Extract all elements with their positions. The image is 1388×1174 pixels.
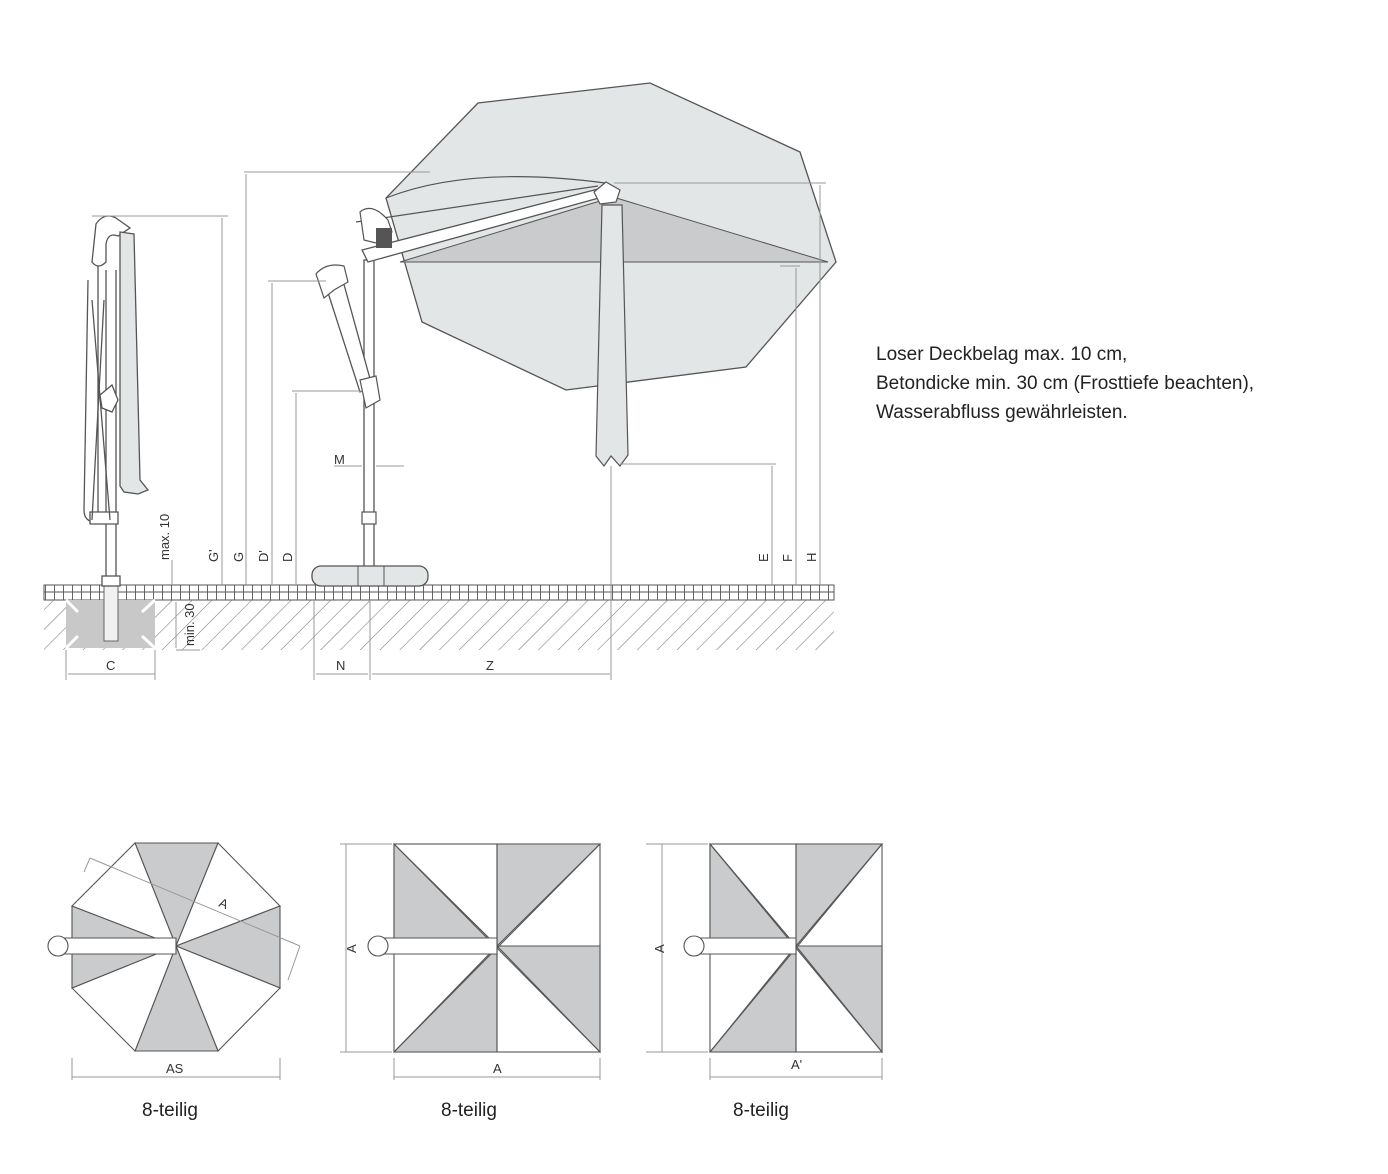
dim-label-e: E	[756, 553, 771, 562]
umbrella-base	[311, 565, 429, 587]
dim-label-d: D	[280, 553, 295, 562]
installation-note: Loser Deckbelag max. 10 cm, Betondicke m…	[876, 340, 1254, 427]
dimension-lines	[65, 171, 826, 680]
dim-label-d-prime: D'	[256, 550, 271, 562]
square-caption: 8-teilig	[441, 1100, 497, 1121]
dim-label-c: C	[106, 658, 115, 673]
mast-handle-circle	[367, 935, 389, 957]
plan-view-square: A A 8-teilig	[340, 842, 602, 1121]
square-width-label: A	[493, 1061, 502, 1076]
rect-caption: 8-teilig	[733, 1100, 789, 1121]
plan-view-rectangle: A A' 8-teilig	[646, 842, 884, 1121]
mast-handle-circle	[683, 935, 705, 957]
cantilever-umbrella	[311, 82, 837, 587]
rect-width-label: A'	[791, 1057, 802, 1072]
folded-umbrella	[83, 215, 150, 587]
note-line-2: Betondicke min. 30 cm (Frosttiefe beacht…	[876, 373, 1255, 394]
note-line-3: Wasserabfluss gewährleisten.	[876, 402, 1128, 423]
dim-label-z: Z	[486, 658, 494, 673]
dim-label-g-prime: G'	[206, 549, 221, 562]
dim-label-max10: max. 10	[157, 514, 172, 560]
dim-label-g: G	[231, 552, 246, 562]
square-height-label: A	[344, 944, 359, 953]
note-line-1: Loser Deckbelag max. 10 cm,	[876, 344, 1128, 365]
dim-label-n: N	[336, 658, 345, 673]
soil-hatch	[44, 600, 834, 650]
dim-label-f: F	[780, 554, 795, 562]
dim-label-min30: min. 30	[182, 603, 197, 646]
octagon-caption: 8-teilig	[142, 1100, 198, 1121]
canopy-sleeve	[595, 204, 629, 468]
side-view: max. 10 min. 30 C G' G D' D M N Z E F H	[43, 82, 837, 680]
mast-handle-circle	[47, 935, 69, 957]
rect-height-label: A	[652, 944, 667, 953]
octagon-width-label: AS	[166, 1061, 184, 1076]
dim-label-h: H	[804, 553, 819, 562]
dim-label-m: M	[334, 452, 345, 467]
plan-view-octagon: A AS 8-teilig	[47, 842, 301, 1121]
